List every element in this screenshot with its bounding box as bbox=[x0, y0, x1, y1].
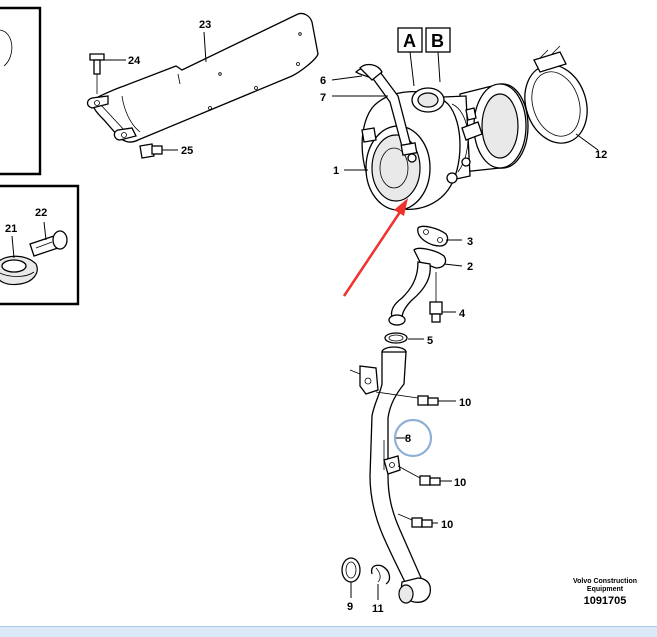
callout-23: 23 bbox=[199, 19, 211, 31]
callout-8: 8 bbox=[405, 433, 411, 445]
turbocharger-1: 1 bbox=[333, 83, 529, 211]
v-band-clamp-12: 12 bbox=[524, 45, 607, 161]
highlight-circle bbox=[393, 418, 433, 458]
callout-2: 2 bbox=[467, 261, 473, 273]
bolt-10-upper: 10 bbox=[375, 391, 471, 409]
reference-line-1: Volvo Construction bbox=[572, 578, 638, 585]
letter-a: A bbox=[403, 31, 416, 51]
bottom-bar bbox=[0, 626, 657, 637]
drain-pipe-2: 2 bbox=[388, 247, 473, 326]
red-pointer-arrow bbox=[342, 198, 408, 297]
clip-11: 11 bbox=[370, 564, 391, 615]
bolt-10-lower: 10 bbox=[397, 513, 453, 531]
callout-6: 6 bbox=[320, 75, 326, 87]
o-ring-9: 9 bbox=[341, 557, 361, 613]
reference-line-2: Equipment bbox=[586, 586, 624, 593]
bolt-25: 25 bbox=[139, 143, 193, 159]
bolt-24: 24 bbox=[89, 53, 141, 94]
inset-top-left bbox=[0, 6, 42, 176]
callout-22: 22 bbox=[35, 207, 47, 219]
oil-pipe-6-7: 6 7 bbox=[320, 63, 418, 163]
boxed-letters: A B bbox=[397, 27, 451, 87]
callout-12: 12 bbox=[595, 149, 607, 161]
callout-1: 1 bbox=[333, 165, 339, 177]
o-ring-5: 5 bbox=[384, 332, 433, 347]
callout-9: 9 bbox=[347, 601, 353, 613]
callout-7: 7 bbox=[320, 92, 326, 104]
callout-24: 24 bbox=[128, 55, 141, 67]
gasket-3: 3 bbox=[417, 225, 473, 248]
callout-4: 4 bbox=[459, 308, 466, 320]
return-pipe-8: 8 bbox=[349, 346, 432, 604]
inset-parts-21-22: 21 22 bbox=[0, 184, 80, 306]
callout-3: 3 bbox=[467, 236, 473, 248]
heat-shield-23: 23 bbox=[86, 12, 319, 143]
letter-b: B bbox=[431, 31, 444, 51]
callout-10-lower: 10 bbox=[441, 519, 453, 531]
callout-10-upper: 10 bbox=[459, 397, 471, 409]
callout-21: 21 bbox=[5, 223, 17, 235]
callout-11: 11 bbox=[372, 603, 384, 615]
reference-block: Volvo Construction Equipment 1091705 bbox=[565, 578, 645, 607]
reference-number: 1091705 bbox=[583, 595, 627, 607]
bolt-10-middle: 10 bbox=[397, 465, 466, 489]
callout-25: 25 bbox=[181, 145, 193, 157]
callout-5: 5 bbox=[427, 335, 433, 347]
callout-10-middle: 10 bbox=[454, 477, 466, 489]
bolt-4: 4 bbox=[429, 272, 466, 323]
